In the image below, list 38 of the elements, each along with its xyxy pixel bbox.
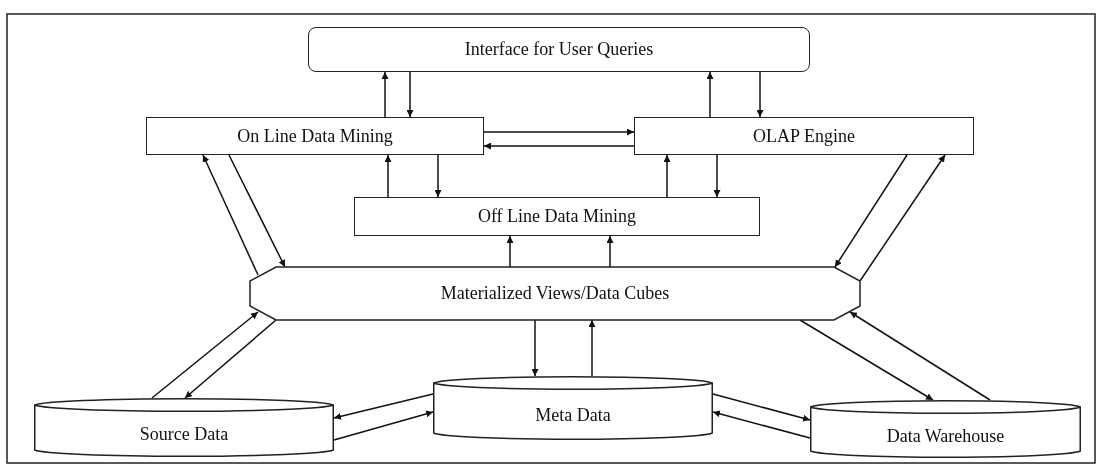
arrow [713,154,721,198]
node-label: Interface for User Queries [464,39,654,60]
arrow [184,319,277,399]
node-label: Materialized Views/Data Cubes [440,283,670,304]
node-label: OLAP Engine [753,125,855,147]
arrow [151,311,259,399]
process-box [634,117,974,155]
process-box [146,117,484,155]
arrow [849,311,991,401]
arrow [228,154,286,268]
node-label: Off Line Data Mining [477,206,637,227]
process-box [308,27,810,72]
arrow [588,319,596,377]
arrow [756,71,764,118]
node-label: Data Warehouse [886,425,1005,447]
node-label: On Line Data Mining [237,125,393,147]
arrow [202,154,259,276]
arrow [606,235,614,268]
arrow [333,410,434,441]
arrow [384,154,392,198]
arrow [483,128,635,136]
arrow [859,154,946,282]
arrow [712,393,811,422]
arrow [483,142,635,150]
arrow [663,154,671,198]
arrow [712,410,811,439]
arrow [531,319,539,377]
node-label: Meta Data [535,404,611,426]
arrow [406,71,414,118]
arrow [834,154,908,268]
arrow [799,319,934,401]
node-label: Source Data [139,424,229,445]
arrow [506,235,514,268]
arrow [706,71,714,118]
arrow [381,71,389,118]
arrow [333,393,434,420]
arrow [434,154,442,198]
process-box [354,197,760,236]
